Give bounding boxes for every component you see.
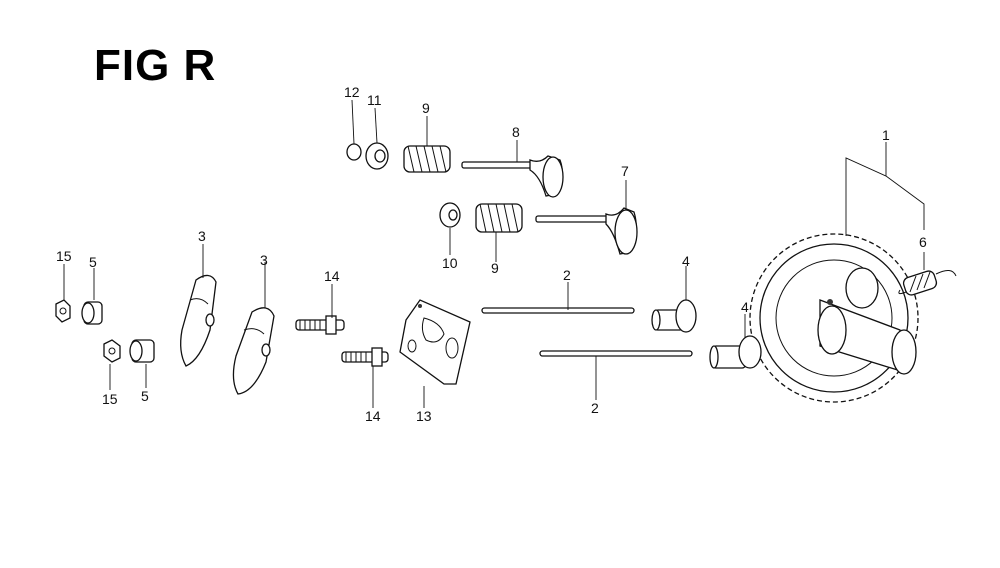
part-15-lock-nut-lower: [103, 339, 121, 363]
part-9-valve-spring-lower: [475, 203, 523, 233]
part-14-pivot-bolt-upper: [295, 315, 345, 335]
callout-labels: 1 2 2 3 3 4 4 5 5 6 7 8 9 9 10 11 12 13 …: [56, 84, 927, 424]
callout-4-upper: 4: [682, 253, 690, 269]
callout-15-lower: 15: [102, 391, 118, 407]
callout-8: 8: [512, 124, 520, 140]
part-7-intake-valve: [535, 207, 638, 255]
part-4-tappet-lower: [709, 335, 762, 369]
part-15-lock-nut-upper: [55, 299, 71, 323]
part-3-rocker-arm-right: [232, 307, 275, 395]
part-13-push-rod-guide-plate: [399, 299, 471, 385]
part-2-push-rod-lower: [539, 350, 693, 357]
callout-14-lower: 14: [365, 408, 381, 424]
callout-13: 13: [416, 408, 432, 424]
part-1-camshaft-assembly: [749, 233, 919, 403]
callout-4-lower: 4: [741, 299, 749, 315]
callout-6: 6: [919, 234, 927, 250]
callout-9-lower: 9: [491, 260, 499, 276]
part-8-exhaust-valve: [461, 155, 564, 198]
callout-15-upper: 15: [56, 248, 72, 264]
part-5-pivot-adjuster-lower: [129, 339, 155, 363]
callout-12: 12: [344, 84, 360, 100]
callout-5-lower: 5: [141, 388, 149, 404]
part-3-rocker-arm-left: [180, 274, 217, 367]
part-10-spring-retainer: [439, 202, 461, 228]
callout-11: 11: [367, 92, 382, 108]
part-4-tappet-upper: [651, 299, 697, 333]
part-5-pivot-adjuster-upper: [81, 301, 103, 325]
part-2-push-rod-upper: [481, 307, 635, 314]
part-11-spring-retainer: [365, 142, 389, 170]
callout-3-right: 3: [260, 252, 268, 268]
part-9-valve-spring-upper: [403, 145, 451, 173]
callout-9-upper: 9: [422, 100, 430, 116]
callout-14-upper: 14: [324, 268, 340, 284]
callout-2-lower: 2: [591, 400, 599, 416]
callout-7: 7: [621, 163, 629, 179]
part-12-valve-cap: [346, 143, 362, 161]
figure-title: FIG R: [94, 41, 217, 90]
part-6-decompressor-spring: [898, 270, 957, 296]
leader-lines: [63, 99, 925, 408]
callout-5-upper: 5: [89, 254, 97, 270]
callout-2-upper: 2: [563, 267, 571, 283]
callout-1: 1: [882, 127, 890, 143]
callout-3-left: 3: [198, 228, 206, 244]
part-14-pivot-bolt-lower: [341, 347, 389, 367]
callout-10: 10: [442, 255, 458, 271]
